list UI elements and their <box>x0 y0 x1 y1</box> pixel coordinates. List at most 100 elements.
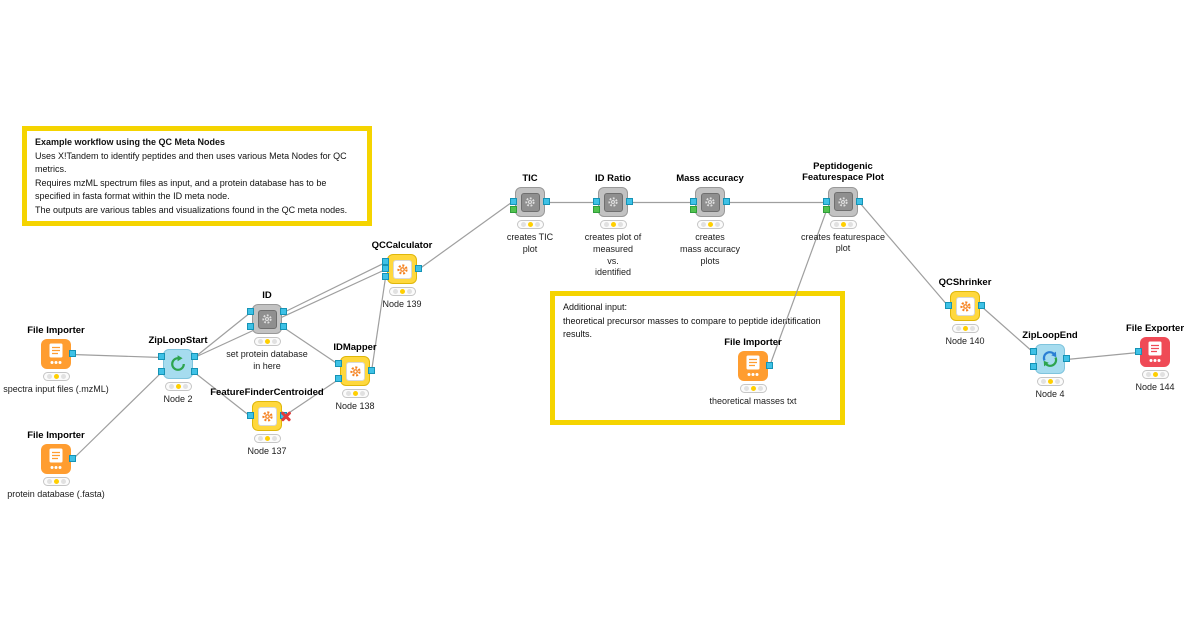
input-port[interactable] <box>823 197 830 205</box>
node-tic[interactable]: TIC creates TIC plot <box>460 173 600 256</box>
node-file-importer-fasta[interactable]: File Importer protein database (.fasta) <box>0 430 126 501</box>
node-feature-finder-centroided[interactable]: FeatureFinderCentroided Node 137 <box>197 387 337 458</box>
traffic-light <box>1141 370 1169 380</box>
node-icon-area[interactable] <box>1030 344 1070 375</box>
node-icon-area[interactable] <box>335 356 375 387</box>
input-port[interactable] <box>335 375 342 383</box>
node-qc-calculator[interactable]: QCCalculator Node 139 <box>332 240 472 311</box>
input-port[interactable] <box>247 412 254 420</box>
node-file-exporter[interactable]: File Exporter Node 144 <box>1085 323 1200 394</box>
metanode-icon <box>252 304 282 335</box>
node-icon-area[interactable] <box>593 187 633 218</box>
workflow-annotation-additional-input[interactable]: Additional input: theoretical precursor … <box>550 291 845 425</box>
output-port[interactable] <box>723 198 730 206</box>
input-port[interactable] <box>1135 348 1142 356</box>
metanode-icon <box>598 187 628 218</box>
workflow-annotation-description[interactable]: Example workflow using the QC Meta Nodes… <box>22 126 372 226</box>
node-icon-area[interactable] <box>247 401 287 432</box>
document-import-icon <box>41 444 71 475</box>
node-caption: protein database (.fasta) <box>7 489 105 500</box>
output-port[interactable] <box>626 198 633 206</box>
recycle-loop-icon <box>163 349 193 380</box>
node-title: File Importer <box>27 430 85 441</box>
input-port[interactable] <box>1030 363 1037 371</box>
node-icon-area[interactable] <box>41 444 76 475</box>
node-file-importer-theoretical[interactable]: File Importer theoretical masses txt <box>683 337 823 408</box>
input-port[interactable] <box>945 302 952 310</box>
node-icon-area[interactable] <box>247 304 287 335</box>
output-port[interactable] <box>191 353 198 361</box>
input-port[interactable] <box>158 353 165 361</box>
input-port[interactable] <box>690 198 697 206</box>
node-id-metanode[interactable]: ID set protein database in here <box>197 290 337 373</box>
metanode-icon <box>515 187 545 218</box>
input-port-green[interactable] <box>690 206 697 214</box>
output-port[interactable] <box>1063 355 1070 363</box>
node-icon-area[interactable] <box>1135 337 1170 368</box>
node-caption: creates featurespace plot <box>800 231 886 254</box>
node-title: File Exporter <box>1125 323 1185 334</box>
node-icon-area[interactable] <box>945 291 985 322</box>
node-title: Peptidogenic Featurespace Plot <box>802 161 884 184</box>
input-port[interactable] <box>382 265 389 273</box>
node-caption: spectra input files (.mzML) <box>3 384 109 395</box>
node-icon-area[interactable] <box>382 254 422 285</box>
input-port[interactable] <box>510 198 517 206</box>
node-icon-area[interactable] <box>41 339 76 370</box>
output-port[interactable] <box>69 455 76 463</box>
output-port[interactable] <box>856 197 863 205</box>
traffic-light <box>388 287 416 297</box>
input-port-green[interactable] <box>823 205 830 213</box>
traffic-light <box>253 434 281 444</box>
output-port[interactable] <box>978 302 985 310</box>
input-port[interactable] <box>382 258 389 266</box>
node-file-importer-spectra[interactable]: File Importer spectra input files (.mzML… <box>0 325 126 396</box>
node-id-ratio[interactable]: ID Ratio creates plot of measured vs. id… <box>543 173 683 279</box>
node-peptidogenic-featurespace-plot[interactable]: Peptidogenic Featurespace Plot creates f… <box>773 161 913 255</box>
input-port-green[interactable] <box>593 206 600 214</box>
node-ziploop-end[interactable]: ZipLoopEnd Node 4 <box>980 330 1120 401</box>
node-icon-area[interactable] <box>690 187 730 218</box>
node-icon-area[interactable] <box>738 351 773 382</box>
node-title: ZipLoopEnd <box>1022 330 1078 341</box>
traffic-light <box>696 220 724 230</box>
output-port[interactable] <box>543 198 550 206</box>
input-port[interactable] <box>382 273 389 281</box>
node-caption: Node 139 <box>382 299 422 310</box>
output-port[interactable] <box>191 368 198 376</box>
input-port[interactable] <box>247 308 254 316</box>
output-port[interactable] <box>69 350 76 358</box>
gear-icon <box>252 401 282 432</box>
traffic-light <box>253 337 281 347</box>
node-icon-area[interactable] <box>823 186 863 217</box>
traffic-light <box>42 477 70 487</box>
output-port[interactable] <box>766 362 773 370</box>
traffic-light <box>341 389 369 399</box>
output-port[interactable] <box>415 265 422 273</box>
node-caption: creates TIC plot <box>506 232 554 255</box>
input-port-green[interactable] <box>510 206 517 214</box>
input-port[interactable] <box>158 368 165 376</box>
node-id-mapper[interactable]: IDMapper Node 138 <box>285 342 425 413</box>
document-import-icon <box>738 351 768 382</box>
node-mass-accuracy[interactable]: Mass accuracy creates mass accuracy plot… <box>640 173 780 267</box>
node-icon-area[interactable] <box>158 349 198 380</box>
output-port[interactable] <box>280 323 287 331</box>
node-caption: set protein database in here <box>226 349 308 372</box>
output-port[interactable] <box>280 308 287 316</box>
node-title: File Importer <box>27 325 85 336</box>
node-caption: Node 2 <box>163 394 193 405</box>
node-icon-area[interactable] <box>510 187 550 218</box>
node-title: TIC <box>522 173 538 184</box>
node-qc-shrinker[interactable]: QCShrinker Node 140 <box>895 277 1035 348</box>
node-title: FeatureFinderCentroided <box>210 387 324 398</box>
annotation-body: Uses X!Tandem to identify peptides and t… <box>35 150 348 215</box>
input-port[interactable] <box>247 323 254 331</box>
output-port[interactable] <box>368 367 375 375</box>
input-port[interactable] <box>593 198 600 206</box>
traffic-light <box>951 324 979 334</box>
traffic-light <box>516 220 544 230</box>
node-ziploop-start[interactable]: ZipLoopStart Node 2 <box>108 335 248 406</box>
input-port[interactable] <box>1030 348 1037 356</box>
input-port[interactable] <box>335 360 342 368</box>
